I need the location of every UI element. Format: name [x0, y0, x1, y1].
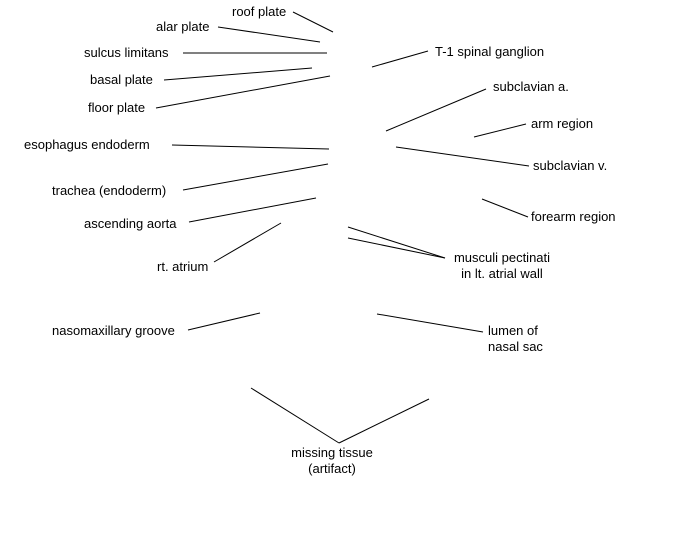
leader-nasomaxillary-groove: [187, 312, 261, 331]
label-ascending-aorta: ascending aorta: [84, 216, 177, 231]
leader-rt-atrium: [213, 222, 282, 263]
label-subclavian-v: subclavian v.: [533, 158, 608, 173]
leader-lumen-nasal-sac: [376, 313, 484, 333]
label-missing-tissue-line-2: (artifact): [308, 461, 356, 476]
leader-subclavian-a: [385, 88, 487, 132]
leader-missing-tissue-right: [338, 398, 430, 444]
leader-ascending-aorta: [188, 197, 317, 223]
leader-forearm-region: [481, 198, 529, 218]
label-esophagus-endoderm: esophagus endoderm: [24, 137, 150, 152]
label-floor-plate: floor plate: [88, 100, 146, 115]
leader-subclavian-v: [395, 146, 530, 167]
label-forearm-region: forearm region: [531, 209, 616, 224]
label-missing-tissue: missing tissue (artifact): [282, 445, 382, 477]
label-subclavian-a: subclavian a.: [493, 79, 569, 94]
label-missing-tissue-line-1: missing tissue: [291, 445, 373, 460]
leader-musculi-pectinati-1: [347, 226, 446, 259]
label-basal-plate: basal plate: [90, 72, 153, 87]
leader-floor-plate: [155, 75, 331, 109]
leader-basal-plate: [163, 67, 313, 81]
label-sulcus-limitans: sulcus limitans: [84, 45, 169, 60]
leader-esophagus-endoderm: [171, 144, 330, 150]
leader-alar-plate: [217, 26, 321, 43]
label-roof-plate: roof plate: [232, 4, 287, 19]
label-lumen-nasal-sac: lumen of nasal sac: [488, 323, 543, 355]
leader-t1-spinal-ganglion: [371, 50, 429, 68]
label-lumen-nasal-sac-line-1: lumen of: [488, 323, 538, 338]
label-rt-atrium: rt. atrium: [157, 259, 209, 274]
label-musculi-pectinati-line-1: musculi pectinati: [453, 250, 551, 265]
leader-missing-tissue-left: [250, 387, 340, 444]
label-t1-spinal-ganglion: T-1 spinal ganglion: [435, 44, 545, 59]
label-musculi-pectinati-line-2: in lt. atrial wall: [461, 266, 543, 281]
leader-roof-plate: [292, 11, 334, 33]
label-arm-region: arm region: [531, 116, 594, 131]
leader-trachea-endoderm: [182, 163, 329, 191]
leader-musculi-pectinati-2: [347, 237, 446, 259]
label-musculi-pectinati: musculi pectinati in lt. atrial wall: [446, 250, 558, 282]
label-trachea-endoderm: trachea (endoderm): [52, 183, 167, 198]
label-lumen-nasal-sac-line-2: nasal sac: [488, 339, 543, 354]
leader-arm-region: [473, 123, 527, 138]
label-nasomaxillary-groove: nasomaxillary groove: [52, 323, 175, 338]
label-alar-plate: alar plate: [156, 19, 210, 34]
